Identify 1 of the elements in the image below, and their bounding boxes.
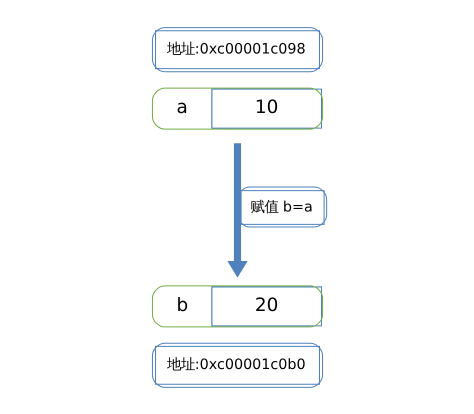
edge-label: 赋值 b=a (250, 199, 312, 216)
